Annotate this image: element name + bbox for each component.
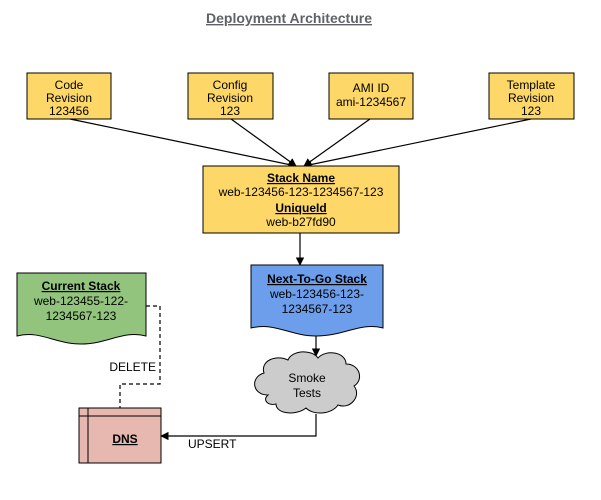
next-to-go-line-1: web-123456-123-	[269, 287, 364, 301]
current-stack-header: Current Stack	[42, 279, 121, 293]
node-template-revision: Template Revision 123	[488, 72, 575, 120]
node-next-to-go-stack: Next-To-Go Stack web-123456-123- 1234567…	[250, 264, 384, 337]
edge-ami-to-stack	[303, 118, 371, 167]
config-revision-line-2: Revision	[207, 91, 253, 105]
ami-id-line-2: ami-1234567	[336, 95, 406, 109]
stack-unique-header: UniqueId	[275, 201, 326, 215]
node-smoke-tests: Smoke Tests	[254, 351, 361, 414]
stack-unique-value: web-b27fd90	[265, 215, 336, 229]
edge-smoke-to-dns	[160, 414, 317, 441]
template-revision-line-2: Revision	[508, 91, 554, 105]
node-current-stack: Current Stack web-123455-122- 1234567-12…	[16, 272, 147, 345]
stack-name-value: web-123456-123-1234567-123	[218, 185, 384, 199]
current-stack-line-1: web-123455-122-	[33, 294, 128, 308]
edge-code-to-stack	[69, 118, 297, 169]
node-config-revision: Config Revision 123	[187, 72, 274, 120]
template-revision-line-3: 123	[521, 104, 541, 118]
smoke-tests-line-2: Tests	[293, 386, 321, 400]
config-revision-line-3: 123	[220, 104, 240, 118]
smoke-tests-line-1: Smoke	[288, 371, 326, 385]
code-revision-line-3: 123456	[49, 104, 89, 118]
dns-label: DNS	[112, 432, 137, 446]
node-ami-id: AMI ID ami-1234567	[328, 72, 414, 120]
edge-config-to-stack	[230, 118, 297, 167]
edge-template-to-stack	[303, 118, 532, 169]
diagram-title: Deployment Architecture	[206, 10, 372, 26]
edge-current-to-dns	[119, 305, 161, 408]
edge-label-upsert: UPSERT	[188, 437, 237, 451]
ami-id-line-1: AMI ID	[353, 81, 390, 95]
node-stack: Stack Name web-123456-123-1234567-123 Un…	[202, 165, 400, 234]
next-to-go-header: Next-To-Go Stack	[267, 272, 367, 286]
config-revision-line-1: Config	[213, 78, 248, 92]
next-to-go-line-2: 1234567-123	[282, 302, 353, 316]
node-code-revision: Code Revision 123456	[26, 72, 112, 120]
code-revision-line-2: Revision	[46, 91, 92, 105]
code-revision-line-1: Code	[55, 78, 84, 92]
stack-name-header: Stack Name	[267, 171, 335, 185]
template-revision-line-1: Template	[507, 78, 556, 92]
edge-label-delete: DELETE	[109, 360, 156, 374]
node-dns: DNS	[78, 407, 162, 464]
current-stack-line-2: 1234567-123	[46, 309, 117, 323]
